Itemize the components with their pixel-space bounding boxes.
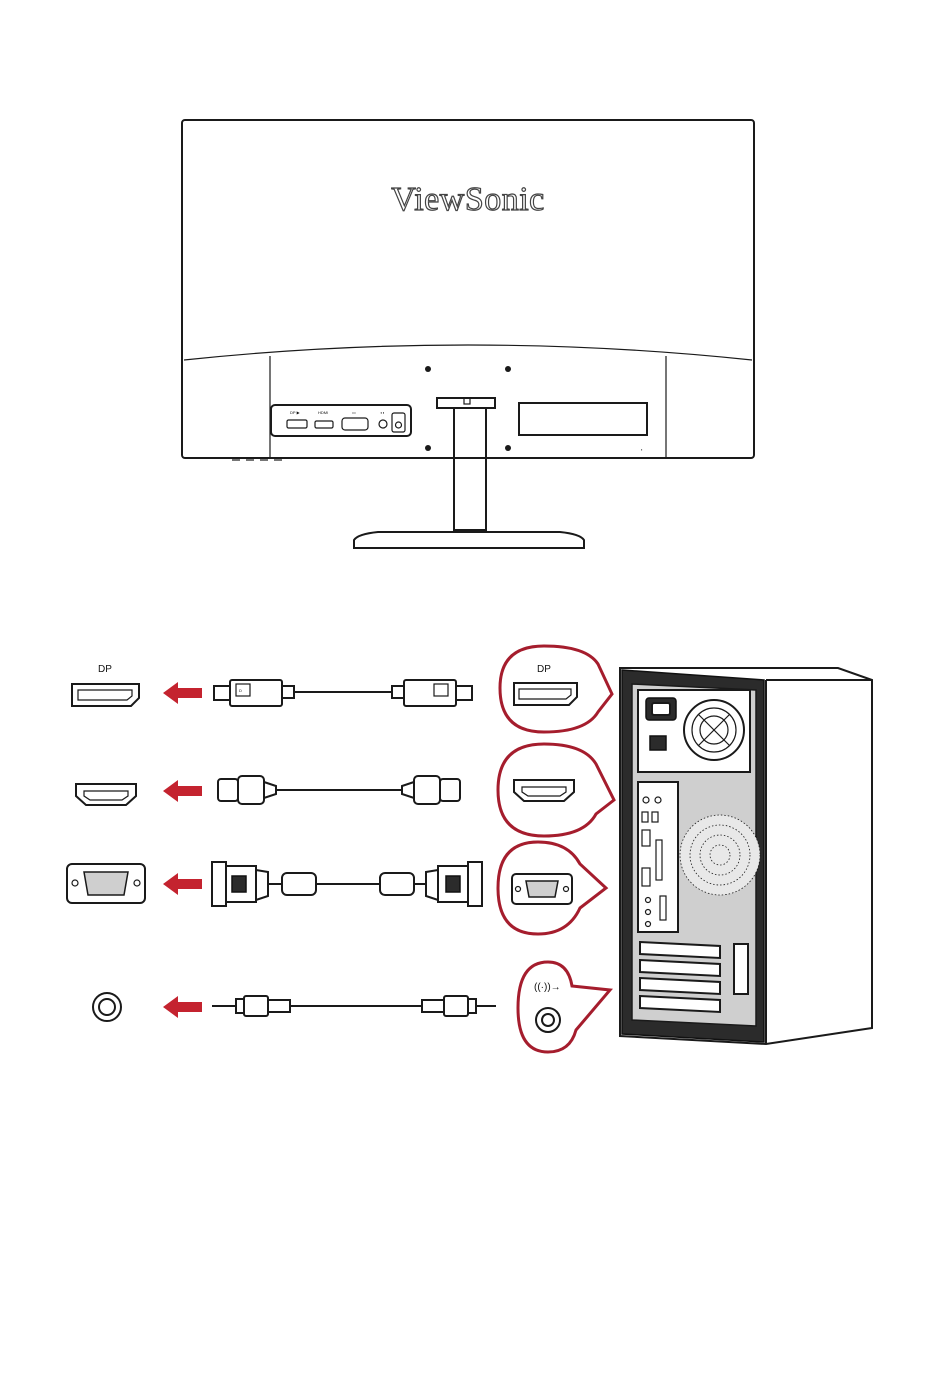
- arrow-left-icon: [163, 780, 202, 802]
- direction-arrows: [163, 682, 202, 1018]
- callout-audio-label: ((·))→: [534, 982, 561, 993]
- vga-cable: [212, 862, 482, 906]
- displayport-icon: [72, 684, 139, 706]
- monitor-label-plate: [519, 403, 647, 435]
- monitor-dp-label: DP ▶: [290, 410, 301, 415]
- callout-displayport: DP: [500, 646, 612, 732]
- hdmi-icon: [76, 784, 136, 805]
- audio-cable: [212, 996, 496, 1016]
- monitor-audio-port: [379, 420, 387, 428]
- dp-port-label: DP: [98, 664, 112, 675]
- pc-port-callouts: DP ((·))→: [498, 646, 614, 1052]
- motherboard-io: [638, 782, 678, 932]
- callout-hdmi: [498, 744, 614, 836]
- monitor-stand: [354, 398, 584, 548]
- monitor-dp-port: [287, 420, 307, 428]
- monitor-vga-label: ▭: [352, 410, 356, 415]
- monitor-hdmi-port: [315, 421, 333, 428]
- arrow-left-icon: [163, 873, 202, 895]
- arrow-left-icon: [163, 682, 202, 704]
- monitor-io-panel: DP ▶ HDMI ▭ ◖◗: [271, 405, 411, 436]
- displayport-cable: D: [214, 680, 472, 706]
- monitor-vga-port: [342, 418, 368, 430]
- vent-grid: [680, 815, 760, 895]
- callout-audio: ((·))→: [518, 962, 610, 1052]
- monitor-brand-logo: ViewSonic: [391, 181, 545, 218]
- arrow-left-icon: [163, 996, 202, 1018]
- callout-vga: [498, 842, 606, 934]
- monitor-audio-label: ◖◗: [380, 410, 385, 415]
- monitor-rear-view: ViewSonic DP ▶ HDMI ▭ ◖◗ ▪: [182, 120, 754, 548]
- callout-dp-label: DP: [537, 664, 551, 675]
- power-supply: [638, 690, 750, 772]
- monitor-hdmi-label: HDMI: [318, 410, 328, 415]
- kensington-lock-icon: ▪: [641, 447, 643, 452]
- hdmi-cable: [218, 776, 460, 804]
- left-port-column: DP: [67, 664, 145, 1021]
- pc-tower-icon: [620, 668, 872, 1044]
- dp-logo-icon: D: [239, 688, 242, 693]
